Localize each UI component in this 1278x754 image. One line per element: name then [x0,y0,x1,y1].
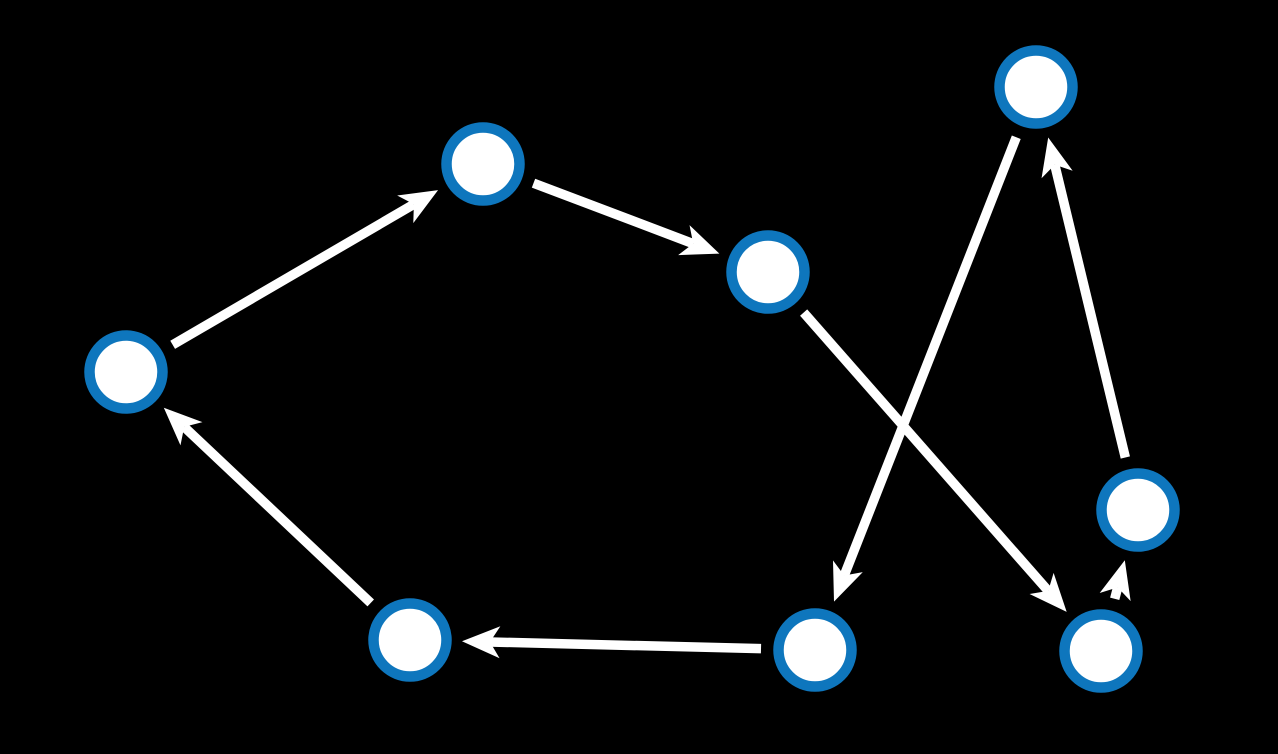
graph-edge-right-to-top-right [1050,163,1130,459]
arrowhead-icon [1029,572,1067,612]
graph-node-upper-middle [441,122,525,206]
graph-edge-left-to-upper-middle [170,200,417,349]
graph-edge-bottom-left-to-left [180,423,374,607]
arrowhead-icon [1099,560,1131,602]
graph-node-bottom-middle [773,608,857,692]
arrowhead-icon [397,190,439,224]
graph-edge-upper-middle-to-middle [531,178,695,249]
arrowhead-icon [678,225,720,256]
arrowhead-icon [832,560,863,602]
graph-node-left [84,330,168,414]
graph-node-bottom-right [1059,609,1143,693]
arrowhead-icon [1041,137,1073,179]
graph-node-top-right [994,45,1078,129]
graph-node-right [1096,468,1180,552]
graph-node-bottom-left [368,598,452,682]
graph-node-middle [726,230,810,314]
graph-edge-middle-to-bottom-right [800,309,1052,595]
graph-edge-top-right-to-bottom-middle [839,135,1021,578]
arrowhead-icon [461,626,501,659]
graph-edge-bottom-middle-to-bottom-left [489,637,762,654]
arrowhead-icon [163,407,203,446]
graph-edge-bottom-right-to-right [1110,586,1123,600]
